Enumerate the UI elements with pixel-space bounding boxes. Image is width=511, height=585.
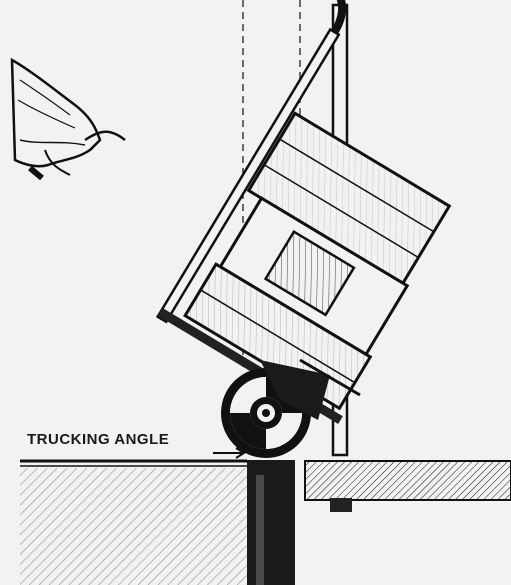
trucking-angle-label: TRUCKING ANGLE [27,431,169,448]
crate-stack [177,113,458,408]
hand-glyph [12,60,125,178]
label-pointer [213,448,244,458]
ground [20,460,511,585]
hand-truck [139,0,511,425]
